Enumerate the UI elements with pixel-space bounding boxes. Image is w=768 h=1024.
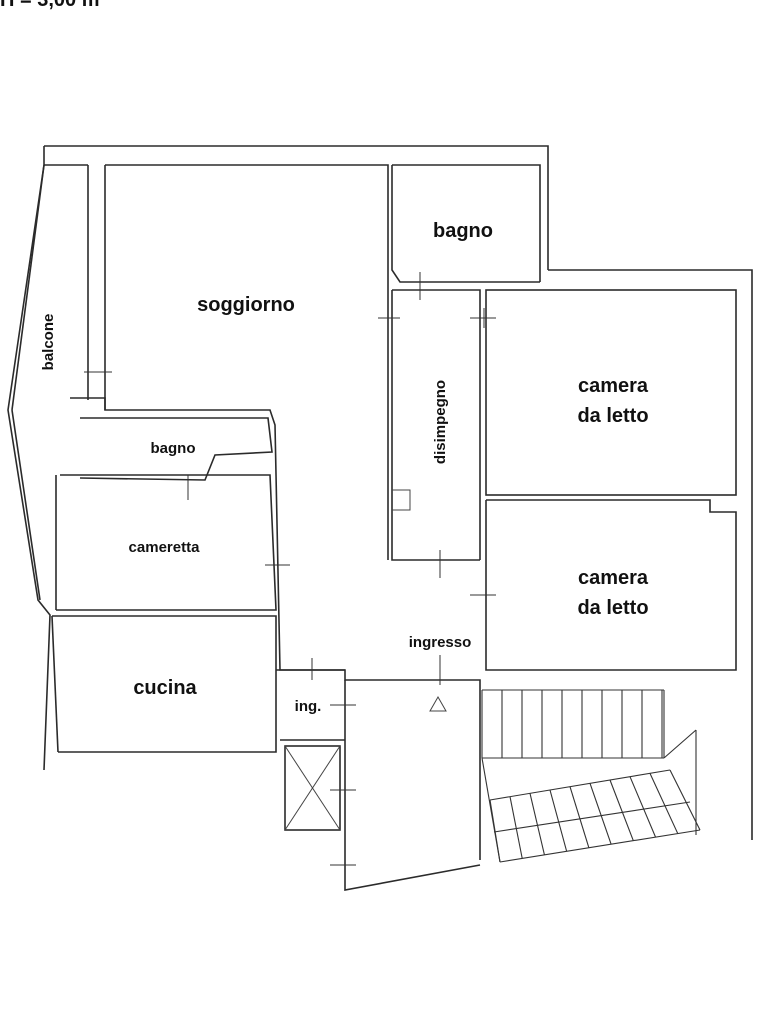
stair-tread (669, 769, 701, 831)
stair-tread (549, 789, 568, 852)
label-bagno-main: bagno (433, 220, 493, 242)
label-balcone: balcone (40, 314, 57, 371)
stair-tread (493, 801, 691, 833)
stair-tread (649, 773, 679, 834)
elevator-shaft (284, 745, 341, 831)
label-ing: ing. (295, 698, 322, 715)
stair-tread (609, 779, 634, 841)
stair-tread (499, 829, 701, 863)
label-camera-2-line1: camera (578, 567, 649, 589)
interior-walls (51, 164, 737, 891)
height-label: H = 3,00 m (0, 0, 100, 11)
triangle-marker-icon (429, 695, 447, 712)
stair-tread (529, 793, 545, 856)
label-cameretta: cameretta (129, 539, 201, 556)
label-bagno-small: bagno (151, 440, 196, 457)
label-cucina: cucina (133, 677, 197, 699)
stair-tread (569, 786, 590, 848)
staircase (481, 689, 701, 863)
label-soggiorno: soggiorno (197, 294, 295, 316)
stair-tread (629, 776, 657, 838)
label-camera-1-line2: da letto (577, 405, 648, 427)
label-camera-2-line2: da letto (577, 597, 648, 619)
stair-tread (489, 769, 671, 801)
label-disimpegno: disimpegno (432, 380, 449, 464)
room-labels: soggiorno bagno bagno balcone disimpegno… (40, 220, 649, 715)
stair-tread (509, 796, 523, 859)
stair-tread (489, 799, 501, 863)
stair-tread (663, 729, 697, 759)
door-marks (84, 272, 496, 866)
stair-tread (589, 783, 612, 845)
label-camera-1-line1: camera (578, 375, 649, 397)
outer-walls (7, 145, 753, 840)
label-ingresso: ingresso (409, 634, 472, 651)
